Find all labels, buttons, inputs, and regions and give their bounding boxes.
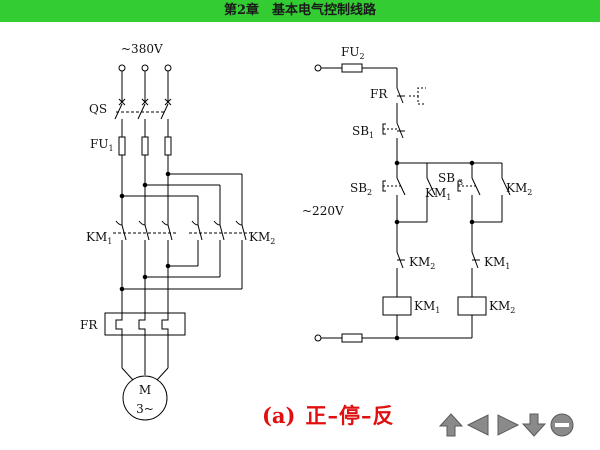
km-main-contact-symbols xyxy=(113,220,250,241)
km1-interlock-label: KM1 xyxy=(484,255,510,271)
sb1-stop-button-symbol xyxy=(382,122,405,139)
caption-label: (a) xyxy=(262,403,296,428)
figure-caption: (a) 正–停–反 xyxy=(262,400,394,430)
qs-switch-symbol xyxy=(114,98,172,120)
arrow-right-icon xyxy=(497,414,520,436)
sb2-forward-button-symbol xyxy=(382,177,406,196)
supply-380v-label: ~380V xyxy=(121,42,163,56)
fu2-fuse-symbol xyxy=(341,63,363,73)
sb2-label: SB2 xyxy=(350,181,372,197)
fr-contact-label: FR xyxy=(370,87,388,101)
chapter-header-bar: 第2章 基本电气控制线路 xyxy=(0,0,600,22)
sb3-reverse-button-symbol xyxy=(457,177,481,196)
arrow-up-icon xyxy=(438,413,464,437)
fr-nc-contact-symbol xyxy=(396,87,426,105)
km2-coil-symbol xyxy=(457,296,487,316)
fu1-label: FU1 xyxy=(90,137,114,153)
nav-forward-button[interactable] xyxy=(496,413,520,437)
control-circuit xyxy=(314,63,511,343)
fu2-label: FU2 xyxy=(341,45,365,61)
nav-back-button[interactable] xyxy=(466,413,490,437)
chapter-title: 第2章 基本电气控制线路 xyxy=(223,3,377,18)
km2-coil-label: KM2 xyxy=(489,299,515,315)
arrow-down-icon xyxy=(521,413,547,437)
km1-hold-label: KM1 xyxy=(425,186,451,202)
nav-down-button[interactable] xyxy=(521,413,547,437)
km2-hold-label: KM2 xyxy=(506,181,532,197)
nav-exit-button[interactable] xyxy=(550,413,574,437)
fr-thermal-relay-symbol xyxy=(104,312,186,336)
km1-main-label: KM1 xyxy=(86,230,112,246)
interlock-contact-symbols xyxy=(396,251,480,269)
fu1-fuse-symbols xyxy=(118,136,172,156)
motor-symbol xyxy=(122,375,168,421)
main-circuit xyxy=(104,64,250,421)
qs-label: QS xyxy=(89,102,107,116)
motor-phase-label: 3~ xyxy=(136,402,154,416)
km2-main-label: KM2 xyxy=(249,230,275,246)
nav-up-button[interactable] xyxy=(438,413,464,437)
arrow-left-icon xyxy=(466,414,489,436)
km1-coil-symbol xyxy=(382,296,412,316)
km1-coil-label: KM1 xyxy=(414,299,440,315)
sb1-label: SB1 xyxy=(352,124,374,140)
km2-interlock-label: KM2 xyxy=(409,255,435,271)
motor-label: M xyxy=(139,383,151,397)
caption-title: 正–停–反 xyxy=(305,403,395,428)
supply-220v-label: ~220V xyxy=(302,204,344,218)
minus-circle-icon xyxy=(550,413,574,437)
fr-label: FR xyxy=(80,318,98,332)
